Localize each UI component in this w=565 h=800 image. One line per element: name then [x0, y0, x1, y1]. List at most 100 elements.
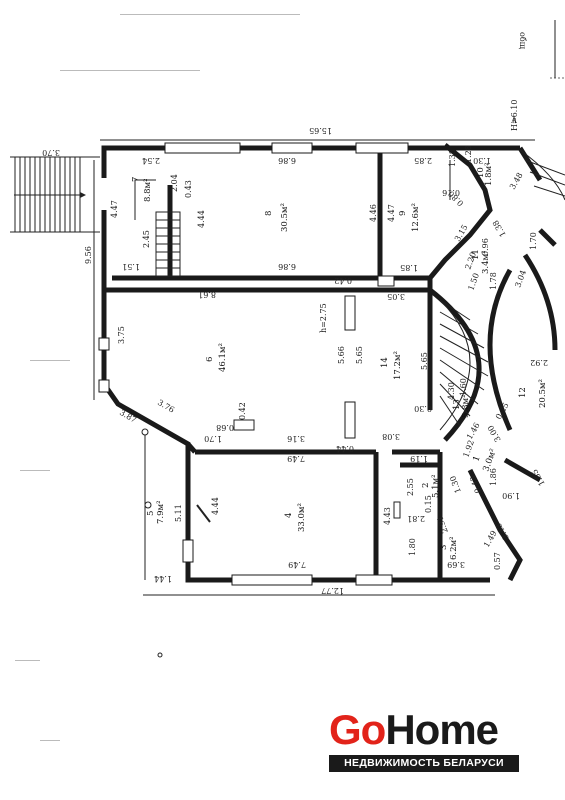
dim-1-30: 1.30 [473, 156, 491, 165]
room-6-number: 6 [205, 357, 215, 362]
room-9-area: 12.6м² [411, 203, 421, 232]
dim-3-48: 3.48 [508, 171, 525, 191]
room-11-number: 11 [471, 249, 481, 260]
dim-1-49: 1.49 [482, 529, 499, 549]
dim-4-47-left: 4.47 [110, 200, 119, 218]
room-7-number: 7 [131, 177, 141, 182]
room-8-number: 8 [264, 211, 274, 216]
dim-3-16: 3.16 [287, 434, 305, 443]
dim-2-81: 2.81 [407, 514, 425, 523]
dim-4-30: 4.30 [447, 382, 456, 400]
dim-1-44: 1.44 [154, 574, 172, 583]
dim-4-46: 4.46 [369, 204, 378, 222]
dim-3-04: 3.04 [513, 269, 528, 289]
room-7-area: 8.8м² [143, 178, 153, 202]
dim-2-55: 2.55 [406, 478, 415, 496]
room-labels: 7 8.8м² 8 30.5м² 9 12.6м² 10 1.8м² 11 3.… [131, 162, 548, 560]
dim-0-42-top: 0.42 [334, 276, 352, 285]
dim-1-28: 1.28 [464, 145, 473, 163]
logo-go: Go [329, 706, 386, 753]
dim-2-92: 2.92 [530, 358, 548, 367]
room-6-area: 46.1м² [218, 343, 228, 372]
dim-0-68: 0.68 [216, 423, 234, 432]
windows [98, 142, 409, 586]
dim-4-47-mid: 4.47 [387, 204, 396, 222]
dim-0-96: 0.96 [481, 238, 490, 256]
dim-2-04: 2.04 [170, 174, 179, 192]
room-12-walls [487, 149, 565, 432]
dim-1-19: 1.19 [410, 454, 428, 463]
walls [101, 143, 557, 583]
dim-1-38b: 1.38 [491, 219, 508, 239]
dim-1-78: 1.78 [489, 272, 498, 290]
dim-0-43b: 0.43 [468, 475, 483, 495]
room-12-area: 20.5м² [538, 379, 548, 408]
room-3-number: 3 [439, 545, 449, 550]
dim-total-top: 15.65 [309, 126, 332, 135]
scan-noise [15, 14, 300, 741]
room-10-number: 10 [476, 167, 486, 178]
dim-5-65b: 5.65 [420, 352, 429, 370]
doors [141, 419, 401, 658]
dim-0-15: 0.15 [424, 495, 433, 513]
logo-wordmark: GoHome [329, 706, 523, 754]
dim-1-85: 1.85 [400, 263, 418, 272]
dim-stair-width: 3.70 [42, 148, 60, 157]
dim-0-44: 0.44 [336, 444, 354, 453]
dim-5-65a: 5.65 [355, 346, 364, 364]
dim-1-30b: 1.30 [448, 475, 463, 495]
room-13-area: 5.8м² [461, 394, 471, 418]
dim-3-05: 3.05 [387, 292, 405, 301]
room-14-area: 17.2м² [393, 351, 403, 380]
room-2-number: 2 [421, 483, 431, 488]
dim-2-85: 2.85 [414, 156, 432, 165]
dim-1-50: 1.50 [466, 272, 481, 292]
room-2-area: 5.1м² [431, 474, 441, 498]
dim-3-08: 3.08 [382, 432, 400, 441]
room-5-number: 5 [146, 511, 156, 516]
dimension-lines [93, 20, 556, 596]
dim-0-43: 0.43 [184, 180, 193, 198]
dim-1-51: 1.51 [122, 262, 140, 271]
label-a: А [511, 116, 517, 125]
dim-4-44-top: 4.44 [197, 210, 206, 228]
dim-3-87: 3.87 [118, 408, 138, 425]
room-5-area: 7.9м² [156, 500, 166, 524]
room-12-number: 12 [518, 387, 528, 398]
dim-7-49-top: 7.49 [287, 454, 305, 463]
dim-h-2-75: h=2.75 [319, 303, 328, 333]
dim-3-69: 3.69 [447, 560, 465, 569]
dim-3-75: 3.75 [117, 326, 126, 344]
gohome-logo: GoHome НЕДВИЖИМОСТЬ БЕЛАРУСИ [329, 706, 523, 774]
room-4-number: 4 [284, 513, 294, 518]
dim-4-44-left: 4.44 [211, 497, 220, 515]
room-14-number: 14 [380, 357, 390, 368]
dim-1-80: 1.80 [408, 538, 417, 556]
dim-1-46: 1.46 [465, 421, 482, 441]
dim-0-42b: 0.42 [238, 402, 247, 420]
dim-1-60: 1.60 [459, 378, 468, 396]
label-height: Н=6.10 [510, 100, 519, 132]
dim-6-86-mid: 6.86 [278, 262, 296, 271]
room-9-number: 9 [398, 211, 408, 216]
dim-7-49-bottom: 7.49 [288, 560, 306, 569]
dim-6-86-top: 6.86 [278, 156, 296, 165]
spiral-stair [428, 288, 489, 442]
dim-0-16: 0.16 [442, 188, 460, 197]
dim-0-30: 0.30 [414, 404, 432, 413]
room-8-area: 30.5м² [280, 203, 290, 232]
dim-1-70: 1.70 [204, 434, 222, 443]
label-obshch: общ [518, 32, 527, 50]
dim-1-38: 1.38 [448, 149, 457, 167]
dim-9-56: 9.56 [84, 246, 93, 264]
room-11-area: 3.4м² [481, 250, 491, 274]
dim-5-11: 5.11 [174, 504, 183, 522]
dim-5-66: 5.66 [337, 346, 346, 364]
dim-3-76: 3.76 [156, 398, 176, 415]
room-7-stair [134, 179, 181, 277]
dim-1-70r: 1.70 [529, 232, 538, 250]
dim-2-45: 2.45 [142, 230, 151, 248]
dim-total-bottom: 12.77 [321, 586, 344, 595]
